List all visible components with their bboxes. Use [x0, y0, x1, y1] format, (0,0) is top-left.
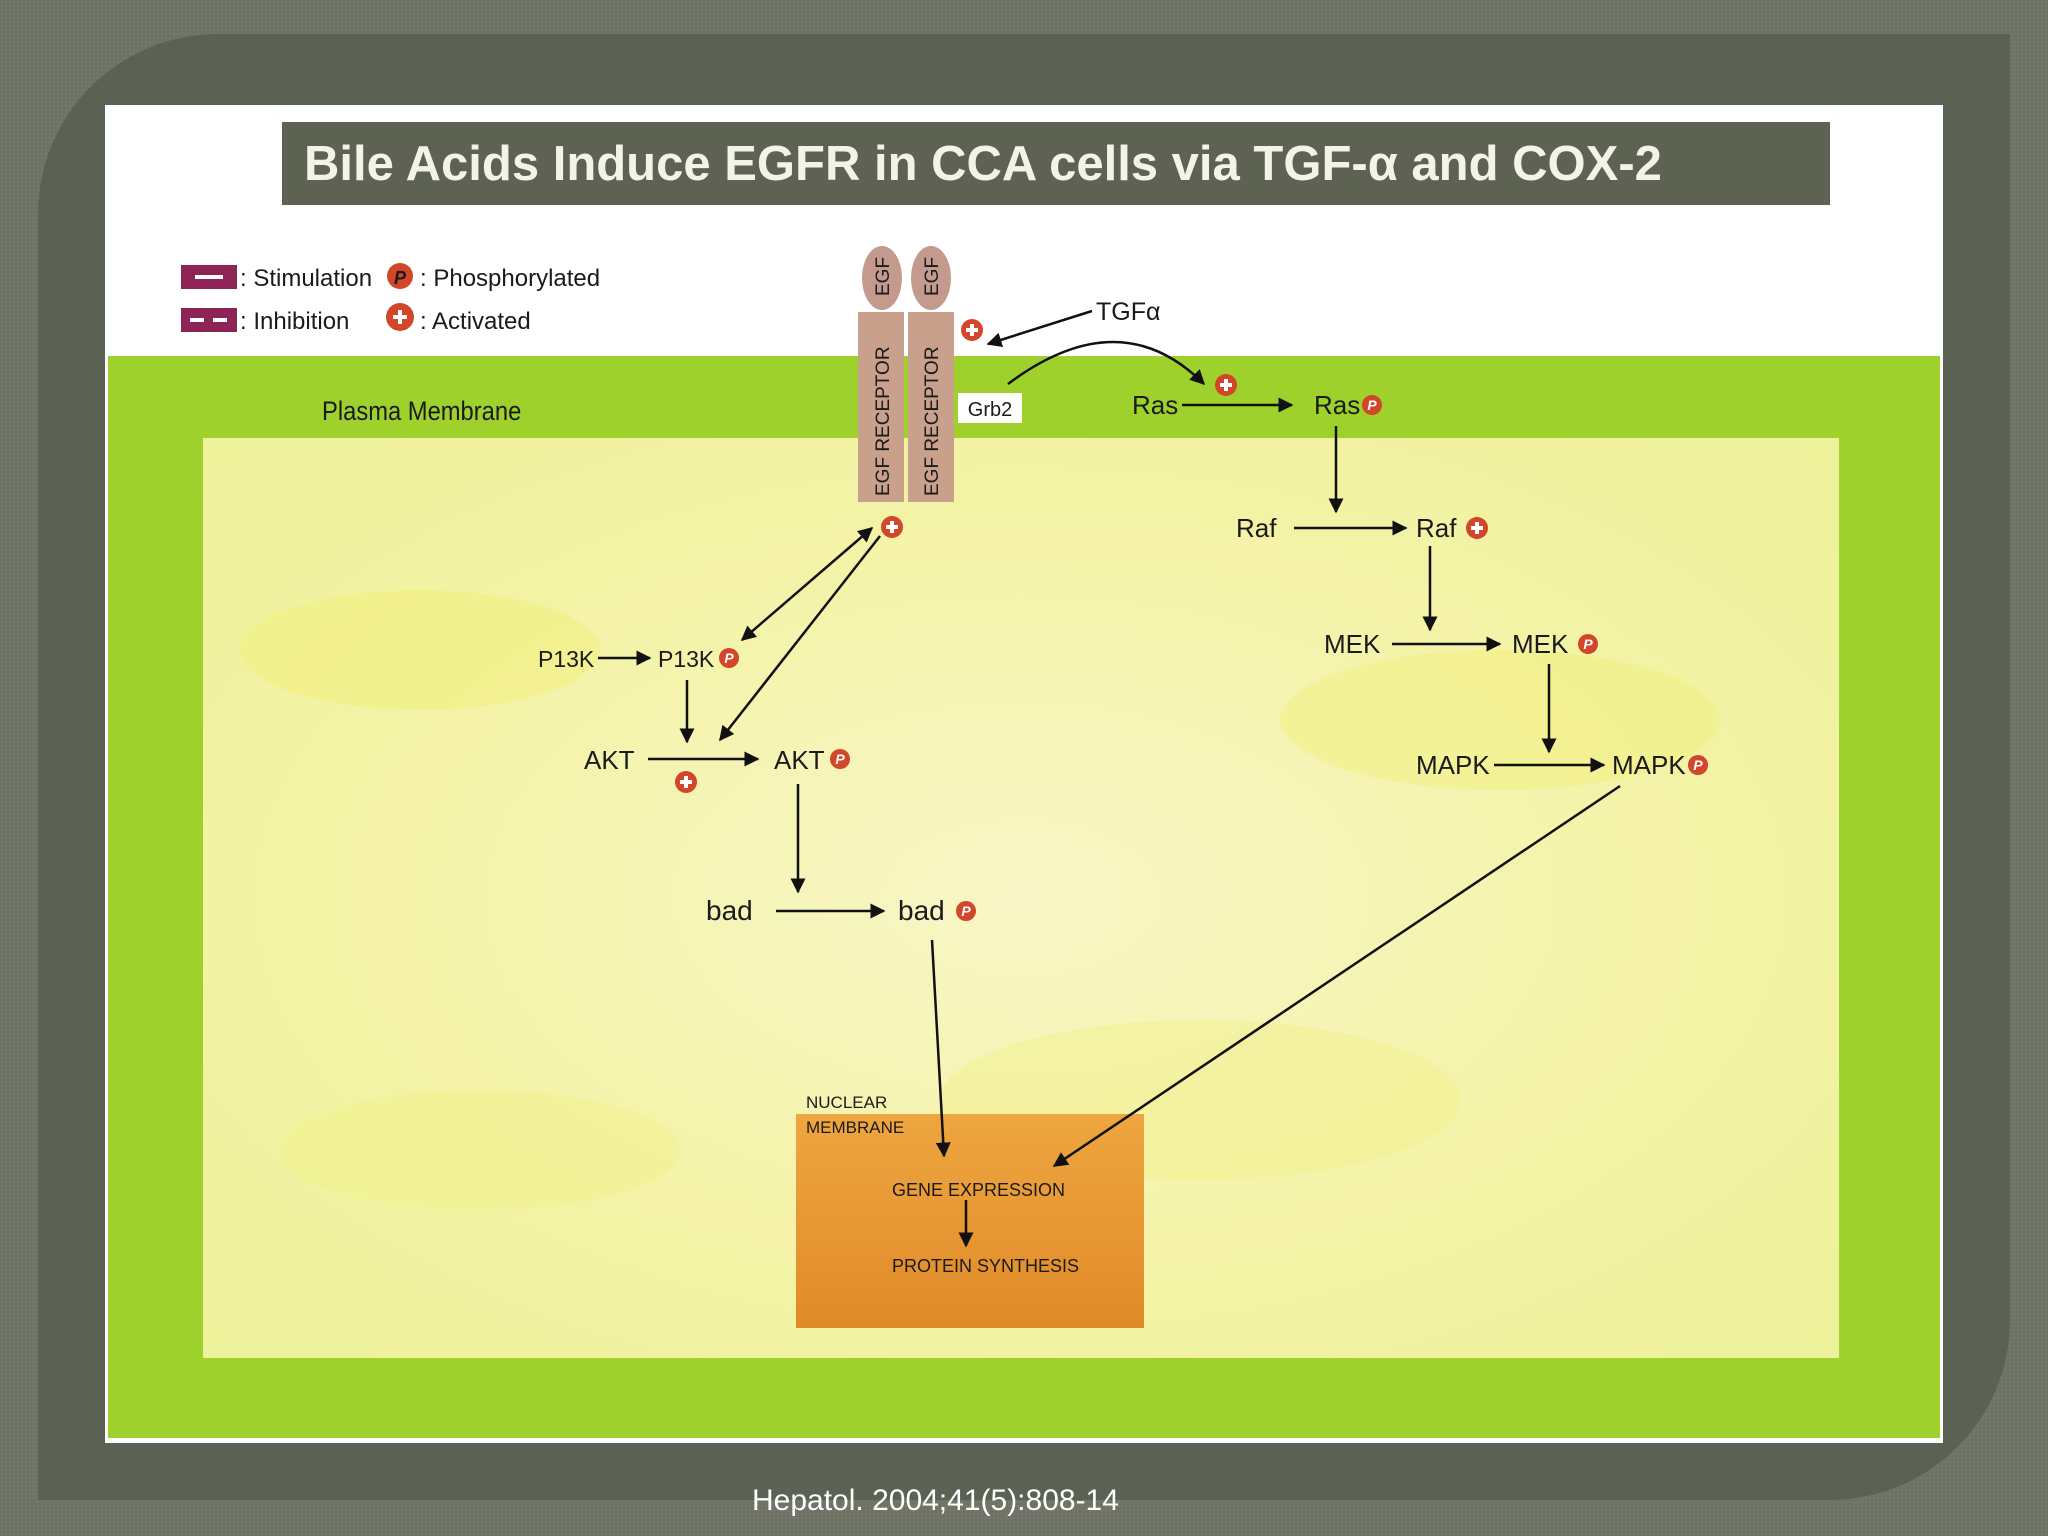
mek-phosphorylated-label: MEK: [1512, 629, 1569, 659]
egf-label-left: EGF: [873, 257, 894, 296]
mek-phospho-icon: [1578, 634, 1598, 654]
akt-label: AKT: [584, 745, 635, 775]
akt-phospho-icon: [830, 749, 850, 769]
bad-phosphorylated-label: bad: [898, 895, 945, 926]
plus-symbol: [680, 776, 692, 788]
egf-receptor-label-right: EGF RECEPTOR: [922, 346, 943, 496]
plasma-membrane-label: Plasma Membrane: [322, 397, 521, 427]
phosphorylated-legend-text: : Phosphorylated: [420, 265, 600, 292]
gene-expression-label: GENE EXPRESSION: [892, 1180, 1065, 1200]
phosphorylated-legend-icon: [387, 263, 413, 289]
nuclear-membrane-label-line2: MEMBRANE: [806, 1118, 904, 1137]
egf-receptor-right: [908, 312, 954, 502]
stimulation-legend-text: : Stimulation: [240, 265, 372, 292]
mapk-phosphorylated-label: MAPK: [1612, 750, 1686, 780]
nucleus-box: [796, 1114, 1144, 1328]
plus-symbol: [1220, 379, 1232, 391]
inhibition-legend-swatch: [181, 308, 237, 332]
ras-phospho-icon: [1362, 395, 1382, 415]
egf-receptor-left: [858, 312, 904, 502]
phospho-symbol: P: [1583, 636, 1593, 652]
legend: : Stimulation P : Phosphorylated : Inhib…: [181, 263, 600, 335]
phosphorylated-markers: P P P P P P: [719, 395, 1708, 921]
phospho-symbol: P: [835, 751, 845, 767]
grb2-label: Grb2: [968, 399, 1012, 421]
egf-label-right: EGF: [922, 257, 943, 296]
protein-synthesis-label: PROTEIN SYNTHESIS: [892, 1256, 1079, 1276]
egf-receptor-label-left: EGF RECEPTOR: [873, 346, 894, 496]
raf-activated-label: Raf: [1416, 513, 1457, 543]
egf-ligand-left: [862, 246, 902, 310]
phospho-symbol: P: [1693, 757, 1703, 773]
p13k-phosphorylated-label: P13K: [658, 646, 715, 672]
plus-symbol: [966, 324, 978, 336]
phospho-symbol: P: [1367, 397, 1377, 413]
p13k-phospho-icon: [719, 648, 739, 668]
egf-ligand-right: [911, 246, 951, 310]
slide-title: Bile Acids Induce EGFR in CCA cells via …: [304, 137, 1662, 191]
phospho-symbol: P: [724, 650, 734, 666]
title-bar: Bile Acids Induce EGFR in CCA cells via …: [282, 122, 1830, 205]
bad-phospho-icon: [956, 901, 976, 921]
inhibition-legend-text: : Inhibition: [240, 308, 349, 335]
raf-label: Raf: [1236, 513, 1277, 543]
p13k-label: P13K: [538, 646, 595, 672]
citation: Hepatol. 2004;41(5):808-14: [752, 1484, 1119, 1517]
svg-text:P: P: [394, 268, 407, 288]
activated-markers: [675, 319, 1488, 793]
grb2-box: [958, 393, 1022, 423]
akt-phosphorylated-label: AKT: [774, 745, 825, 775]
bad-label: bad: [706, 895, 753, 926]
nuclear-membrane-label-line1: NUCLEAR: [806, 1093, 887, 1112]
ras-label: Ras: [1132, 390, 1178, 420]
tgf-alpha-label: TGFα: [1096, 298, 1160, 326]
phospho-symbol: P: [961, 903, 971, 919]
plus-symbol: [886, 521, 898, 533]
ras-phosphorylated-label: Ras: [1314, 390, 1360, 420]
mek-label: MEK: [1324, 629, 1381, 659]
mapk-phospho-icon: [1688, 755, 1708, 775]
plus-symbol: [1471, 522, 1483, 534]
mapk-label: MAPK: [1416, 750, 1490, 780]
activated-legend-text: : Activated: [420, 308, 531, 335]
